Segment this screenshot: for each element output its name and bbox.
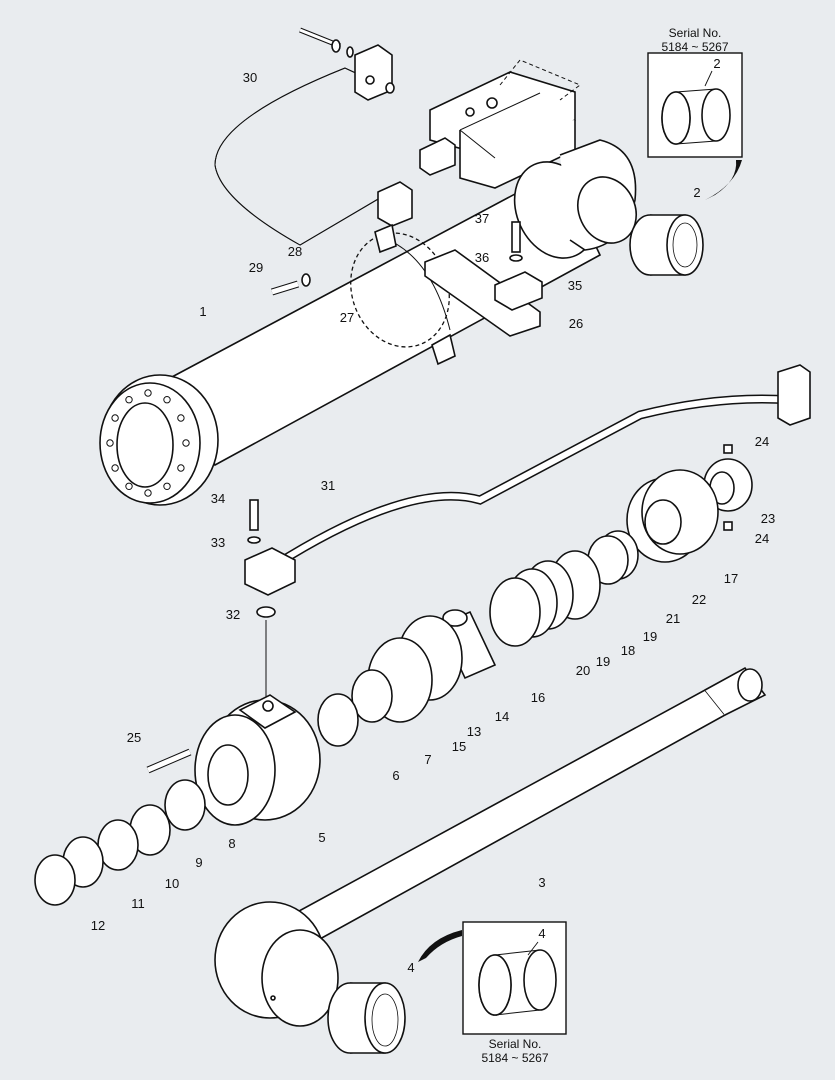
callout-13: 13	[467, 724, 481, 739]
callout-5: 5	[318, 830, 325, 845]
callout-19: 19	[643, 629, 657, 644]
inset-bottom-caption: Serial No.	[489, 1037, 542, 1051]
callout-19: 19	[596, 654, 610, 669]
callout-30: 30	[243, 70, 257, 85]
piston-rod-3	[214, 666, 767, 1054]
inset-top: Serial No. 5184 ~ 5267 2	[647, 26, 743, 200]
gland-5	[34, 694, 321, 906]
inset-top-part: 2	[713, 56, 720, 71]
valve-block	[419, 59, 581, 189]
inset-bottom-range: 5184 ~ 5267	[481, 1051, 548, 1065]
inset-bottom-part: 4	[538, 926, 545, 941]
callout-2: 2	[693, 185, 700, 200]
callout-9: 9	[195, 855, 202, 870]
inset-bottom: 4 Serial No. 5184 ~ 5267	[418, 921, 567, 1065]
callout-21: 21	[666, 611, 680, 626]
callout-35: 35	[568, 278, 582, 293]
callout-28: 28	[288, 244, 302, 259]
callout-3: 3	[538, 875, 545, 890]
callout-20: 20	[576, 663, 590, 678]
callout-14: 14	[495, 709, 509, 724]
callout-1: 1	[199, 304, 206, 319]
callout-33: 33	[211, 535, 225, 550]
callout-23: 23	[761, 511, 775, 526]
callout-32: 32	[226, 607, 240, 622]
callout-31: 31	[321, 478, 335, 493]
inset-top-range: 5184 ~ 5267	[661, 40, 728, 54]
callout-6: 6	[392, 768, 399, 783]
tube-30	[214, 27, 413, 246]
piston-seals	[317, 444, 753, 747]
callout-24: 24	[755, 434, 769, 449]
callout-8: 8	[228, 836, 235, 851]
callout-37: 37	[475, 211, 489, 226]
callout-16: 16	[531, 690, 545, 705]
cylinder-tube-1	[99, 139, 637, 506]
callout-26: 26	[569, 316, 583, 331]
callout-11: 11	[131, 896, 145, 911]
callout-4: 4	[407, 960, 414, 975]
callout-18: 18	[621, 643, 635, 658]
callout-27: 27	[340, 310, 354, 325]
inset-top-caption: Serial No.	[669, 26, 722, 40]
tube-31	[244, 364, 811, 700]
callout-7: 7	[424, 752, 431, 767]
callout-17: 17	[724, 571, 738, 586]
callout-34: 34	[211, 491, 225, 506]
callout-29: 29	[249, 260, 263, 275]
callout-12: 12	[91, 918, 105, 933]
callout-25: 25	[127, 730, 141, 745]
callout-15: 15	[452, 739, 466, 754]
callout-36: 36	[475, 250, 489, 265]
callout-22: 22	[692, 592, 706, 607]
bushing-2	[629, 214, 704, 276]
callout-24: 24	[755, 531, 769, 546]
callout-10: 10	[165, 876, 179, 891]
